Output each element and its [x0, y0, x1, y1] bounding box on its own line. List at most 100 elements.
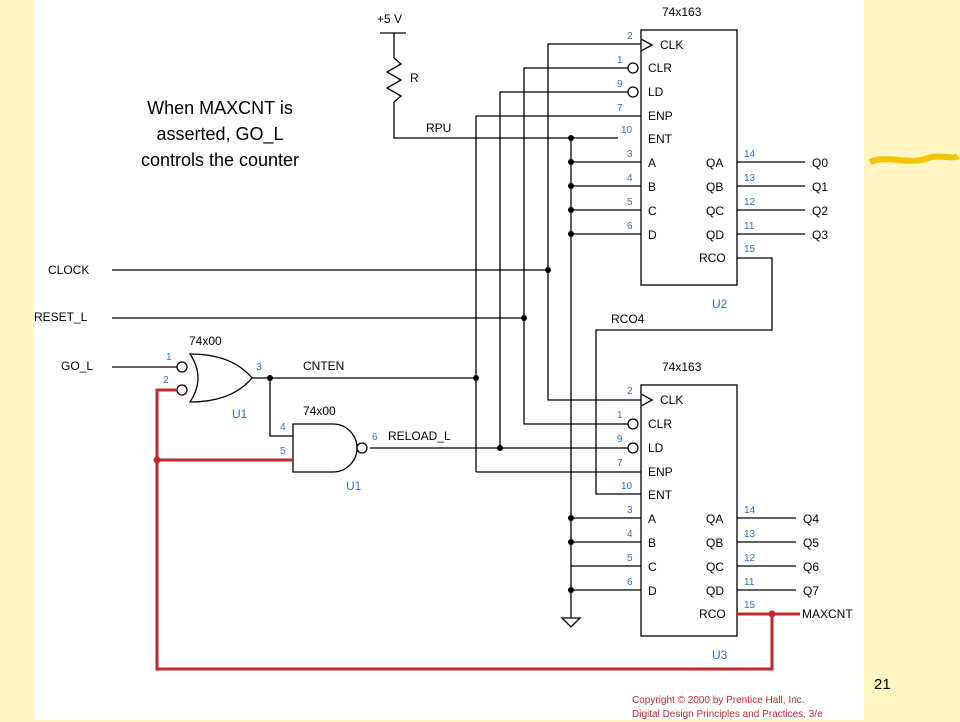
svg-text:12: 12 [744, 553, 756, 564]
svg-text:ENT: ENT [648, 132, 673, 146]
svg-text:Q2: Q2 [812, 204, 828, 218]
go-input-label: GO_L [61, 359, 93, 373]
svg-text:QB: QB [706, 536, 723, 550]
svg-text:12: 12 [744, 197, 756, 208]
rco4-label: RCO4 [611, 312, 645, 326]
maxcnt-label: MAXCNT [802, 607, 853, 621]
svg-text:CLR: CLR [648, 61, 672, 75]
svg-text:LD: LD [648, 85, 664, 99]
svg-text:6: 6 [372, 432, 378, 443]
pullup-resistor [385, 57, 403, 103]
svg-text:10: 10 [621, 125, 633, 136]
u2-ld-bubble [627, 86, 639, 98]
svg-text:Q6: Q6 [803, 560, 819, 574]
svg-text:6: 6 [627, 577, 633, 588]
rpu-wire [393, 102, 618, 139]
svg-text:1: 1 [617, 55, 623, 66]
counter-u2-body [640, 29, 738, 286]
nand-gate-part: 74x00 [303, 404, 336, 418]
u2-inputs: 2 CLK 1 CLR 9 LD 7 ENP 10 ENT 3 A 4 B 5 … [617, 31, 683, 242]
annotation-text: When MAXCNT is asserted, GO_L controls t… [140, 98, 300, 170]
svg-text:QD: QD [706, 228, 724, 242]
svg-text:CLR: CLR [648, 417, 672, 431]
decorative-swoosh [868, 153, 960, 165]
svg-text:14: 14 [744, 505, 756, 516]
svg-text:QC: QC [706, 204, 724, 218]
svg-text:11: 11 [744, 577, 755, 588]
nand-gate-ref: U1 [346, 479, 362, 493]
svg-text:RCO: RCO [699, 251, 726, 265]
svg-text:C: C [648, 560, 657, 574]
svg-text:7: 7 [617, 103, 623, 114]
svg-text:C: C [648, 204, 657, 218]
u3-clr-bubble [627, 418, 639, 430]
svg-text:QD: QD [706, 584, 724, 598]
svg-text:2: 2 [627, 386, 633, 397]
svg-text:7: 7 [617, 458, 623, 469]
ground-symbol [560, 617, 582, 628]
svg-text:B: B [648, 536, 656, 550]
u3-outputs: QA 14 Q4 QB 13 Q5 QC 12 Q6 QD 11 Q7 RCO … [699, 505, 853, 621]
or-gate [188, 353, 253, 403]
svg-text:B: B [648, 180, 656, 194]
svg-text:15: 15 [744, 244, 756, 255]
svg-text:D: D [648, 228, 657, 242]
svg-text:QC: QC [706, 560, 724, 574]
svg-text:5: 5 [280, 446, 286, 457]
svg-text:14: 14 [744, 149, 756, 160]
or-gate-part: 74x00 [189, 334, 222, 348]
maxcnt-feedback-wire [155, 388, 774, 671]
reset-input-label: RESET_L [34, 310, 88, 324]
svg-text:A: A [648, 156, 656, 170]
rpu-label: RPU [426, 121, 451, 135]
u3-ld-bubble [627, 442, 639, 454]
clock-input-label: CLOCK [48, 263, 89, 277]
svg-text:4: 4 [280, 422, 286, 433]
svg-text:5: 5 [627, 197, 633, 208]
counter-u3-part: 74x163 [662, 360, 702, 374]
power-label: +5 V [377, 12, 402, 26]
u2-clock-triangle [640, 38, 654, 52]
svg-text:10: 10 [621, 481, 633, 492]
u3-clock-triangle [640, 393, 654, 407]
svg-text:CLK: CLK [660, 38, 683, 52]
copyright-notice: Copyright © 2000 by Prentice Hall, Inc. … [632, 695, 823, 720]
rco4-wire [595, 257, 773, 495]
svg-text:1: 1 [617, 410, 623, 421]
u2-clr-bubble [627, 62, 639, 74]
svg-text:ENT: ENT [648, 488, 673, 502]
svg-text:3: 3 [256, 362, 262, 373]
svg-text:2: 2 [627, 31, 633, 42]
svg-text:4: 4 [627, 529, 633, 540]
svg-text:5: 5 [627, 553, 633, 564]
counter-u2-part: 74x163 [662, 5, 702, 19]
svg-text:Q0: Q0 [812, 156, 828, 170]
svg-text:LD: LD [648, 441, 664, 455]
svg-text:6: 6 [627, 221, 633, 232]
counter-u2-ref: U2 [712, 297, 728, 311]
svg-text:Q7: Q7 [803, 584, 819, 598]
svg-text:Q4: Q4 [803, 512, 819, 526]
svg-text:ENP: ENP [648, 109, 673, 123]
svg-text:15: 15 [744, 600, 756, 611]
or-gate-ref: U1 [232, 407, 248, 421]
u3-inputs: 2 CLK 1 CLR 9 LD 7 ENP 10 ENT 3 A 4 B 5 … [617, 386, 683, 598]
svg-text:CLK: CLK [660, 393, 683, 407]
svg-text:QA: QA [706, 512, 723, 526]
counter-u3-ref: U3 [712, 648, 728, 662]
svg-text:9: 9 [617, 434, 623, 445]
nand-gate [292, 423, 358, 473]
reload-label: RELOAD_L [388, 429, 451, 443]
svg-text:3: 3 [627, 505, 633, 516]
svg-text:ENP: ENP [648, 465, 673, 479]
svg-text:13: 13 [744, 529, 756, 540]
svg-text:13: 13 [744, 173, 756, 184]
svg-text:QB: QB [706, 180, 723, 194]
svg-text:1: 1 [166, 352, 172, 363]
counter-u3-body [640, 384, 738, 637]
svg-text:4: 4 [627, 173, 633, 184]
svg-text:Q5: Q5 [803, 536, 819, 550]
svg-text:A: A [648, 512, 656, 526]
svg-text:D: D [648, 584, 657, 598]
